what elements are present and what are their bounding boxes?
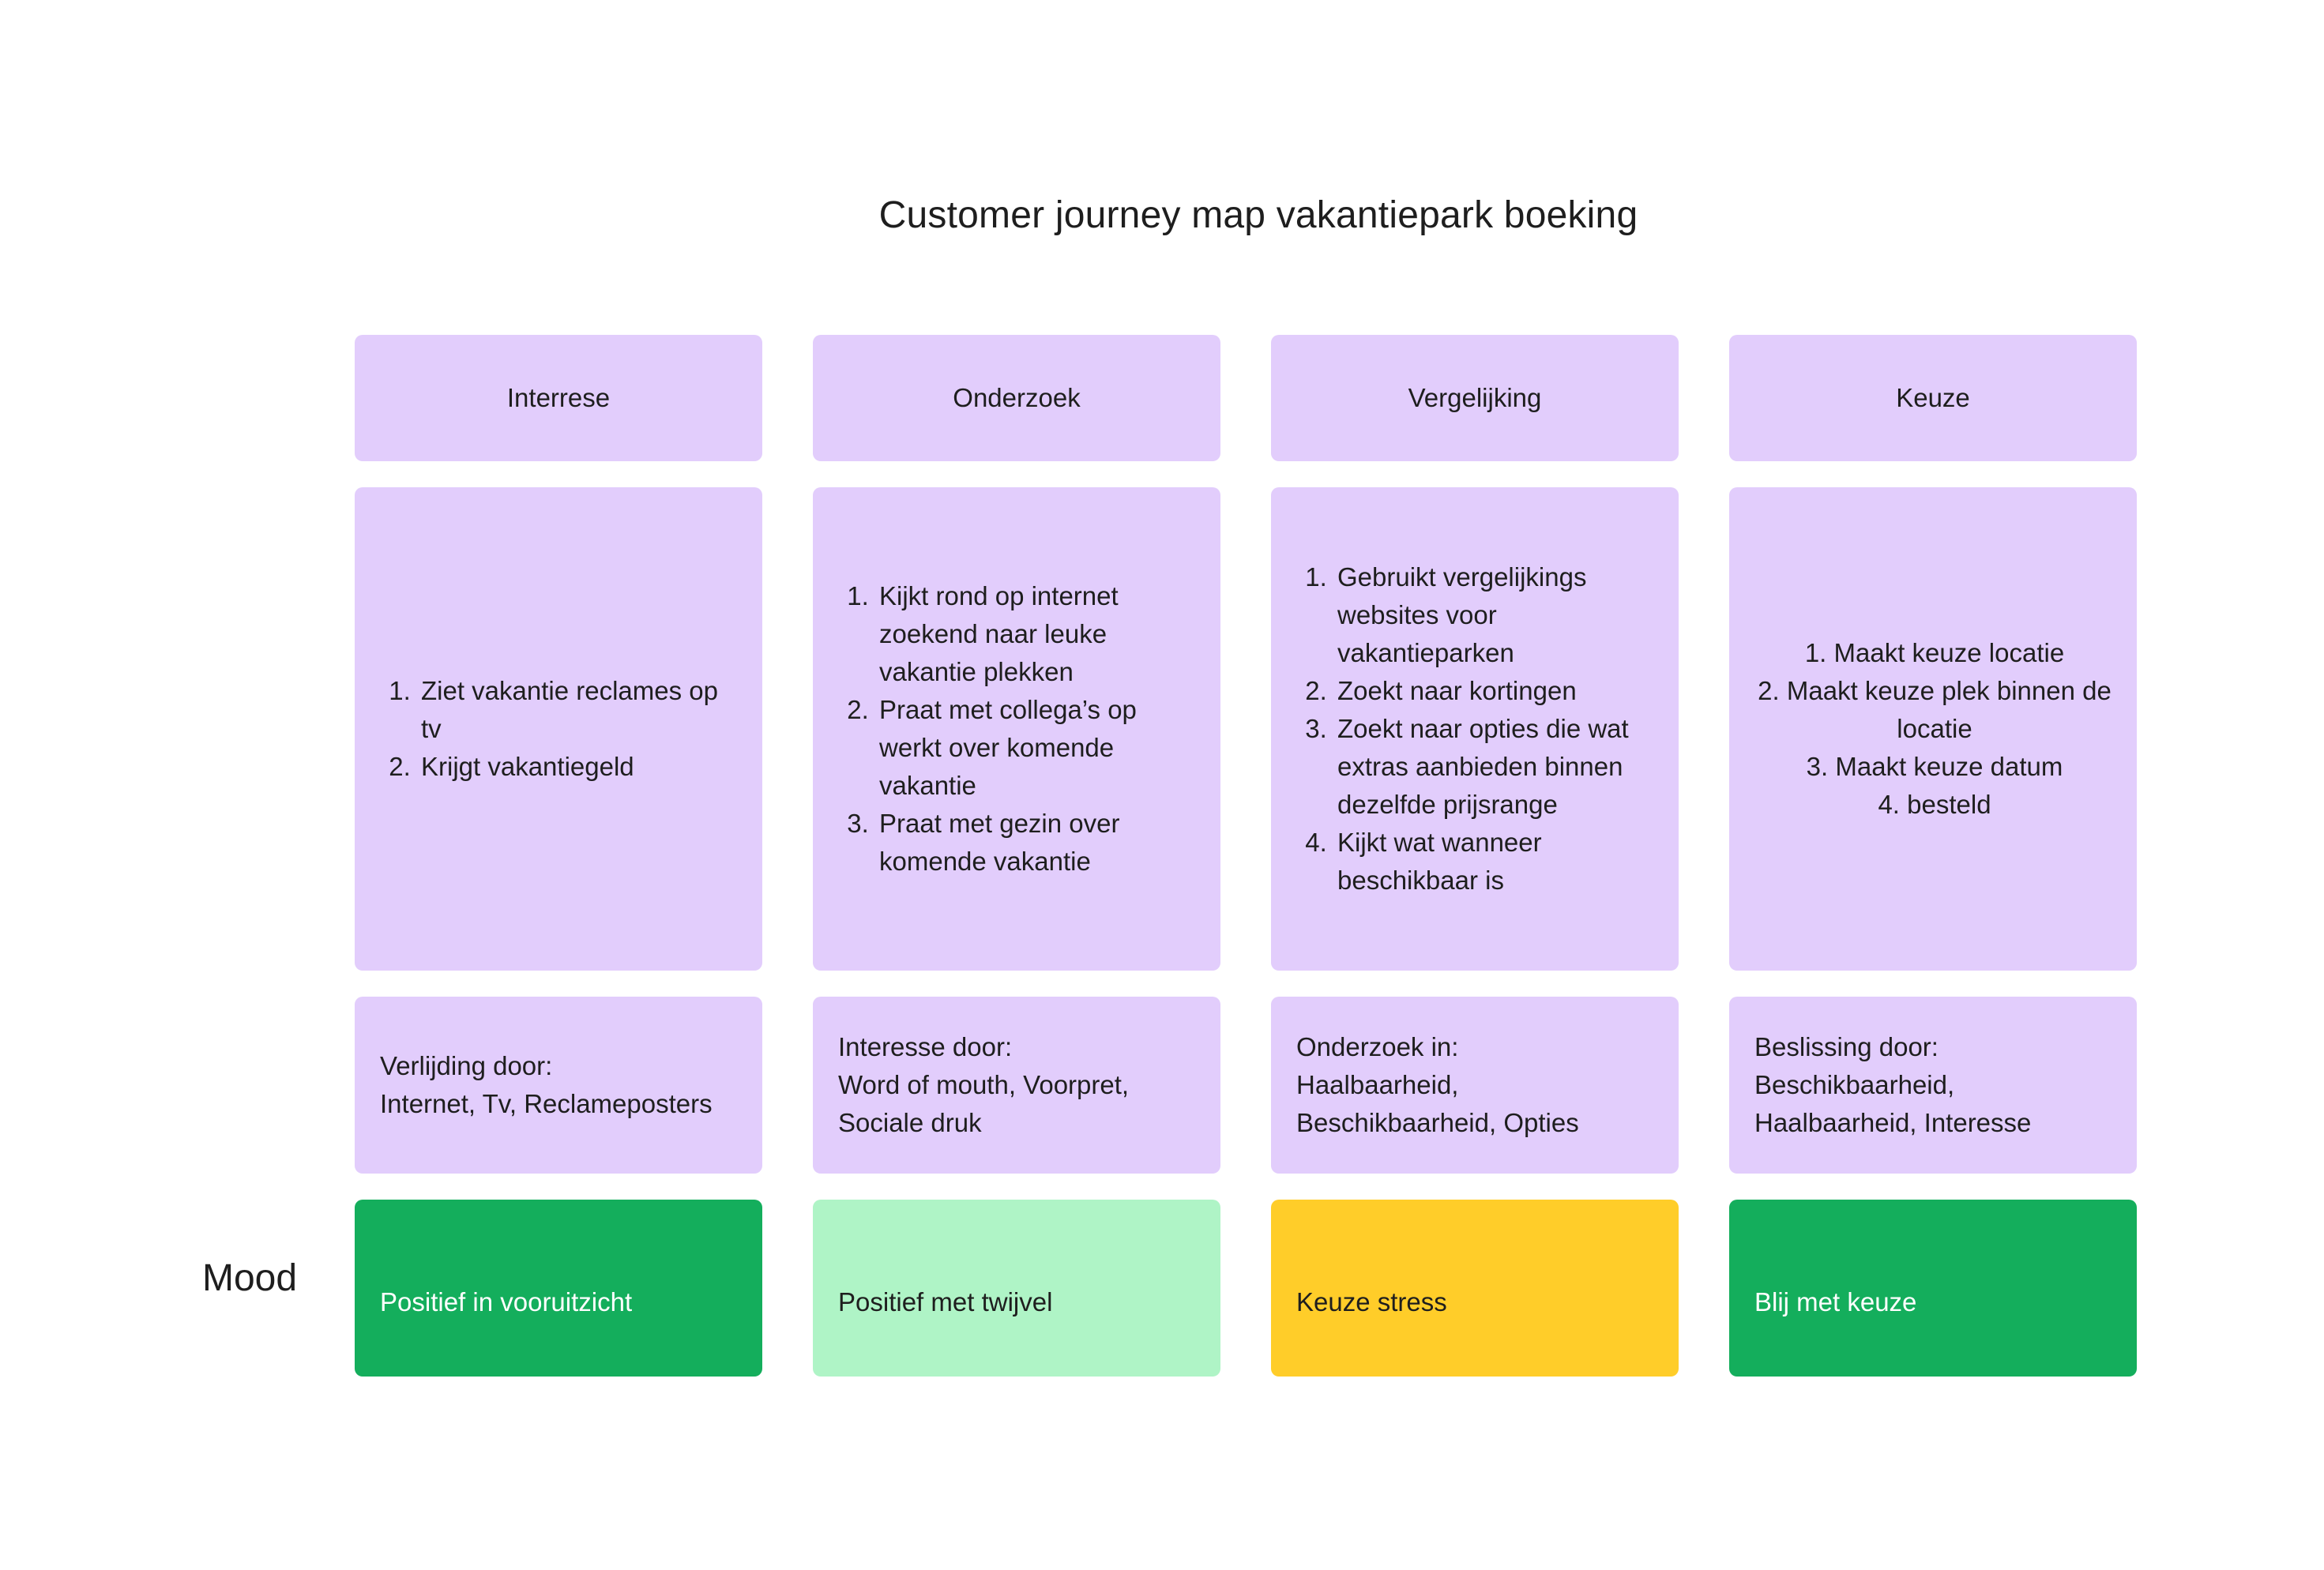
- step-item: Maakt keuze plek binnen de locatie: [1754, 672, 2112, 748]
- mood-card: Positief met twijvel: [813, 1200, 1220, 1377]
- stage-header-label: Onderzoek: [953, 383, 1081, 412]
- mood-text: Positief met twijvel: [838, 1287, 1053, 1316]
- mood-row-label: Mood: [202, 1257, 298, 1299]
- info-title: Onderzoek in:: [1296, 1032, 1459, 1061]
- stage-steps-card: Kijkt rond op internet zoekend naar leuk…: [813, 487, 1220, 971]
- mood-card: Keuze stress: [1271, 1200, 1679, 1377]
- info-title: Verlijding door:: [380, 1051, 553, 1080]
- info-text: Word of mouth, Voorpret, Sociale druk: [838, 1070, 1130, 1137]
- info-text: Beschikbaarheid, Haalbaarheid, Interesse: [1754, 1070, 2032, 1137]
- step-item: Maakt keuze datum: [1754, 748, 2112, 786]
- stage-header-label: Vergelijking: [1408, 383, 1542, 412]
- info-title: Interesse door:: [838, 1032, 1013, 1061]
- step-item: besteld: [1754, 786, 2112, 824]
- stage-header-label: Interrese: [506, 383, 611, 412]
- step-item: Zoekt naar opties die wat extras aanbied…: [1334, 710, 1653, 824]
- mood-text: Blij met keuze: [1754, 1287, 1917, 1316]
- step-item: Kijkt rond op internet zoekend naar leuk…: [876, 577, 1195, 691]
- step-item: Praat met gezin over komende vakantie: [876, 805, 1195, 881]
- mood-card: Positief in vooruitzicht: [355, 1200, 762, 1377]
- stage-header-vergelijking: Vergelijking: [1271, 335, 1679, 461]
- stage-info-card: Verlijding door: Internet, Tv, Reclamepo…: [355, 997, 762, 1174]
- step-item: Zoekt naar kortingen: [1334, 672, 1653, 710]
- steps-list: Kijkt rond op internet zoekend naar leuk…: [838, 577, 1195, 881]
- stage-info-card: Interesse door: Word of mouth, Voorpret,…: [813, 997, 1220, 1174]
- stage-header-onderzoek: Onderzoek: [813, 335, 1220, 461]
- stage-header-keuze: Keuze: [1729, 335, 2137, 461]
- steps-list: Gebruikt vergelijkings websites voor vak…: [1296, 558, 1653, 900]
- step-item: Maakt keuze locatie: [1754, 634, 2112, 672]
- info-text: Internet, Tv, Reclameposters: [380, 1089, 713, 1118]
- stage-header-label: Keuze: [1896, 383, 1970, 412]
- step-item: Ziet vakantie reclames op tv: [418, 672, 737, 748]
- stage-steps-card: Maakt keuze locatie Maakt keuze plek bin…: [1729, 487, 2137, 971]
- stage-header-interrese: Interrese: [355, 335, 762, 461]
- info-text: Haalbaarheid, Beschikbaarheid, Opties: [1296, 1070, 1579, 1137]
- mood-text: Keuze stress: [1296, 1287, 1447, 1316]
- stage-info-card: Beslissing door: Beschikbaarheid, Haalba…: [1729, 997, 2137, 1174]
- step-item: Kijkt wat wanneer beschikbaar is: [1334, 824, 1653, 900]
- step-item: Praat met collega’s op werkt over komend…: [876, 691, 1195, 805]
- stage-steps-card: Gebruikt vergelijkings websites voor vak…: [1271, 487, 1679, 971]
- page-title: Customer journey map vakantiepark boekin…: [878, 194, 1638, 236]
- mood-card: Blij met keuze: [1729, 1200, 2137, 1377]
- steps-list: Maakt keuze locatie Maakt keuze plek bin…: [1754, 634, 2112, 824]
- stage-info-card: Onderzoek in: Haalbaarheid, Beschikbaarh…: [1271, 997, 1679, 1174]
- steps-list: Ziet vakantie reclames op tv Krijgt vaka…: [380, 672, 737, 786]
- step-item: Krijgt vakantiegeld: [418, 748, 737, 786]
- stage-steps-card: Ziet vakantie reclames op tv Krijgt vaka…: [355, 487, 762, 971]
- info-title: Beslissing door:: [1754, 1032, 1939, 1061]
- mood-text: Positief in vooruitzicht: [380, 1287, 633, 1316]
- step-item: Gebruikt vergelijkings websites voor vak…: [1334, 558, 1653, 672]
